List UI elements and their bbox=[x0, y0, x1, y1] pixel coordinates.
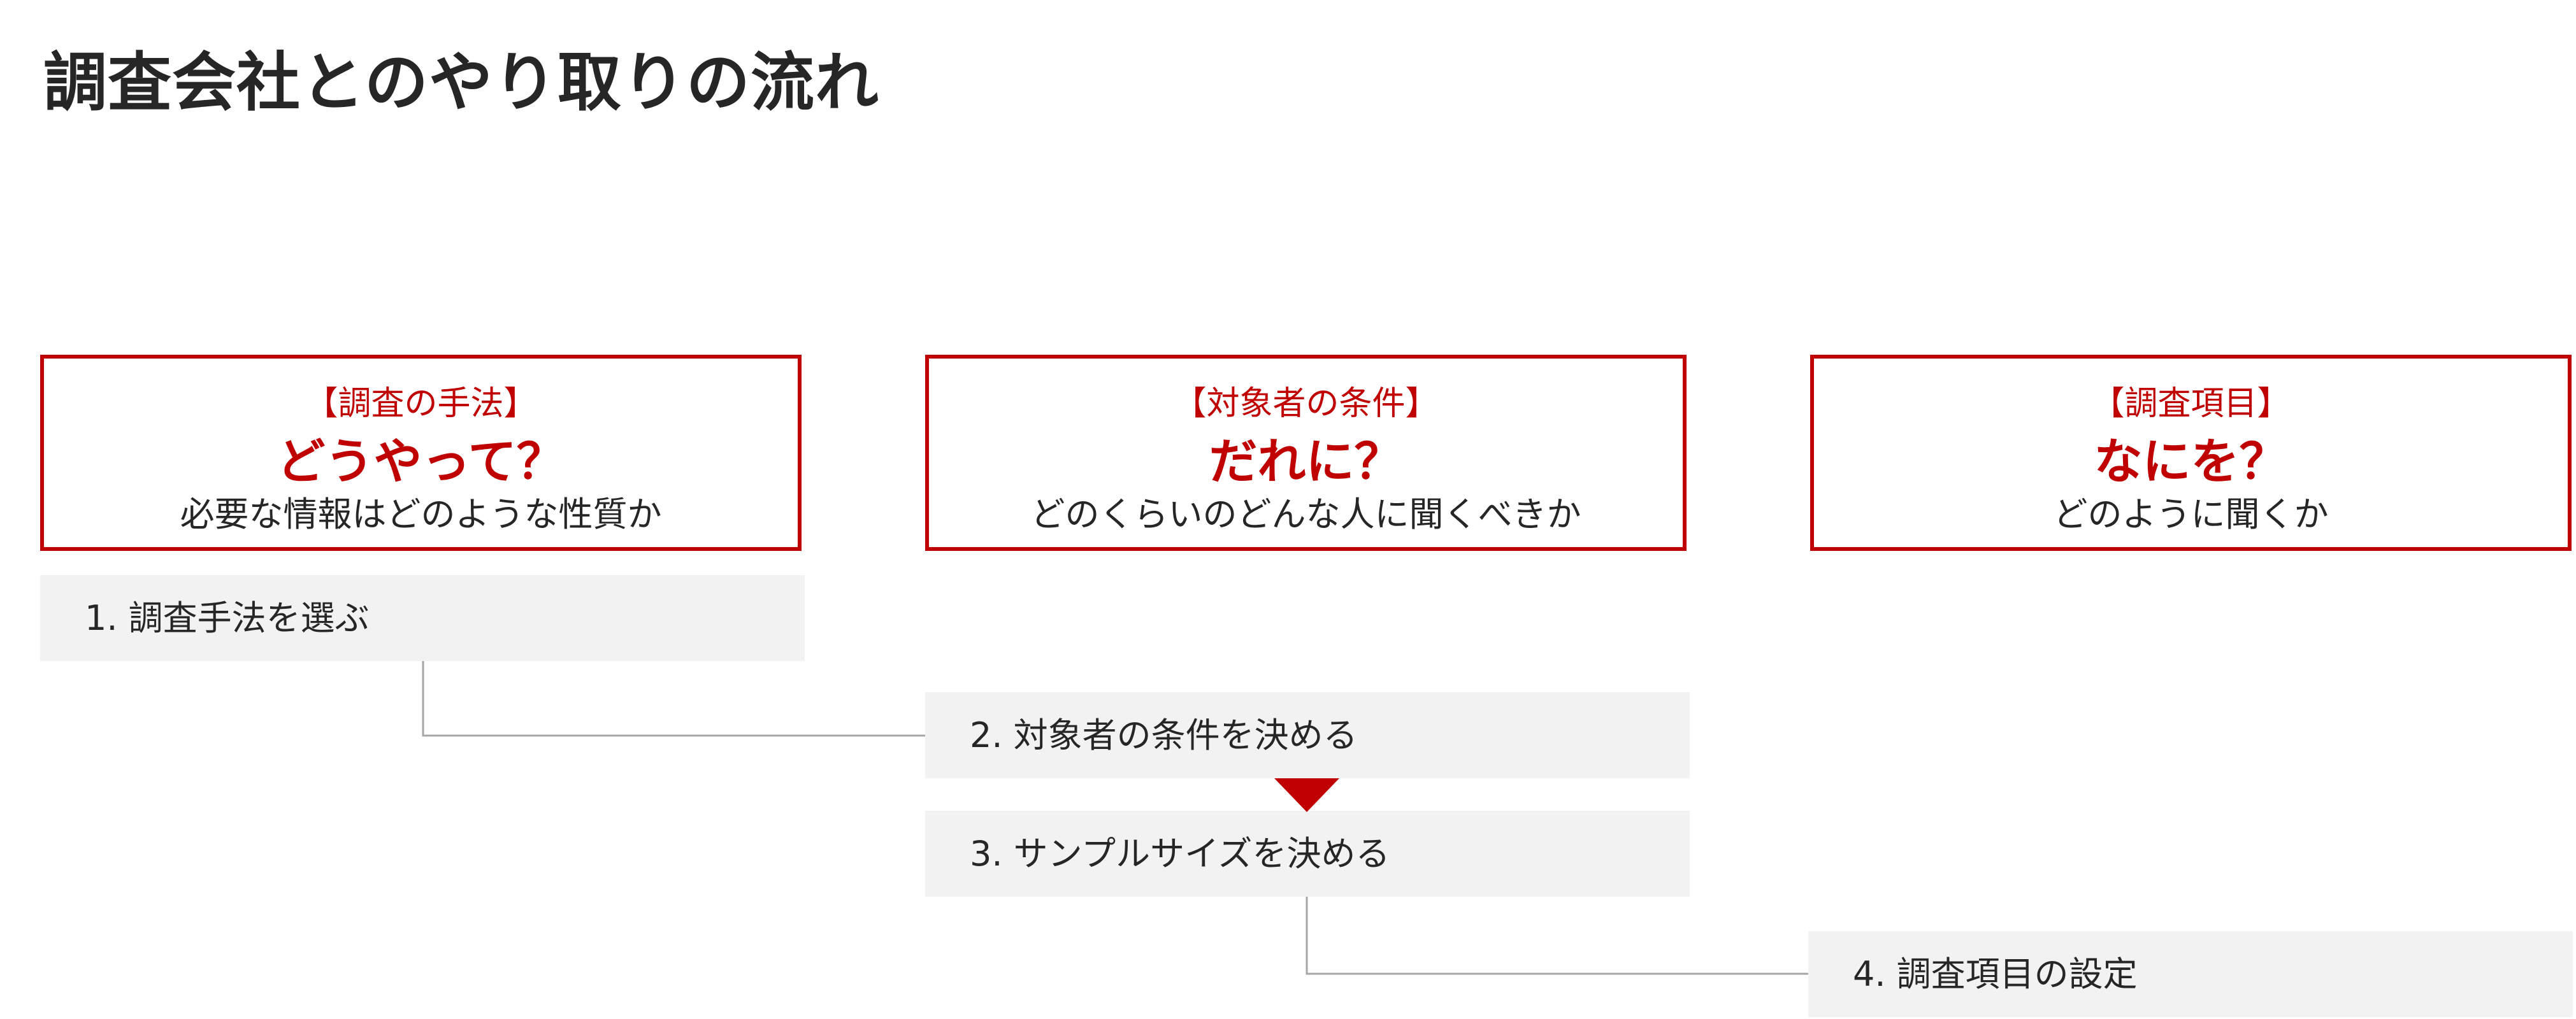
step-3-box: 3. サンプルサイズを決める bbox=[925, 811, 1690, 897]
card-description: 必要な情報はどのような性質か bbox=[180, 494, 662, 534]
step-2-box: 2. 対象者の条件を決める bbox=[925, 692, 1690, 778]
card-question: だれに？ bbox=[1209, 433, 1403, 490]
card-items: 【調査項目】 なにを？ どのように聞くか bbox=[1810, 355, 2572, 551]
card-method: 【調査の手法】 どうやって？ 必要な情報はどのような性質か bbox=[40, 355, 802, 551]
card-target: 【対象者の条件】 だれに？ どのくらいのどんな人に聞くべきか bbox=[925, 355, 1687, 551]
card-tag: 【調査の手法】 bbox=[305, 385, 537, 423]
page-title: 調査会社とのやり取りの流れ bbox=[43, 45, 879, 120]
card-description: どのように聞くか bbox=[2053, 494, 2329, 534]
card-question: どうやって？ bbox=[277, 433, 565, 490]
step-4-box: 4. 調査項目の設定 bbox=[1808, 931, 2573, 1017]
card-tag: 【調査項目】 bbox=[2091, 385, 2291, 423]
card-description: どのくらいのどんな人に聞くべきか bbox=[1030, 494, 1581, 534]
connector-line-3-4 bbox=[1306, 897, 1808, 975]
card-tag: 【対象者の条件】 bbox=[1173, 385, 1439, 423]
card-question: なにを？ bbox=[2094, 433, 2288, 490]
step-1-box: 1. 調査手法を選ぶ bbox=[40, 575, 805, 661]
connector-line-1-2 bbox=[422, 661, 925, 737]
down-arrow-icon bbox=[1274, 778, 1339, 812]
